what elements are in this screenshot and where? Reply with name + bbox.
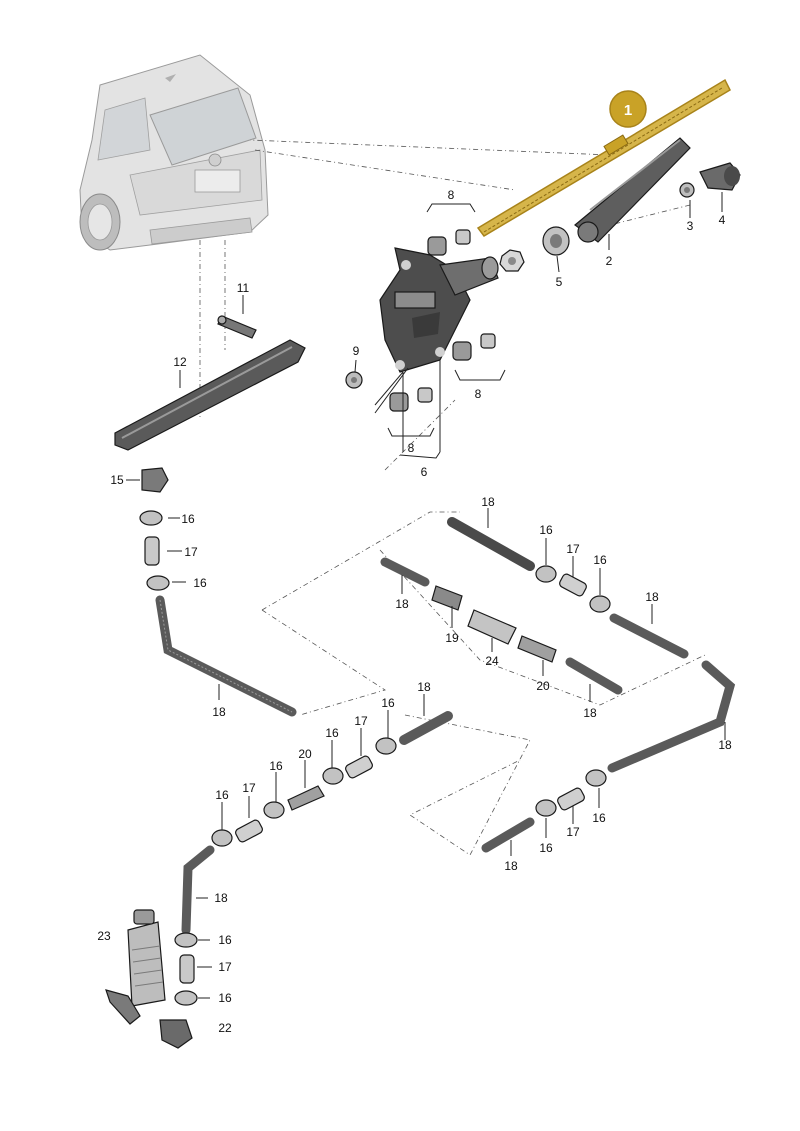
- callout-18-i: 18: [214, 891, 228, 905]
- hose-part-18-i[interactable]: [181, 845, 215, 935]
- callout-16-b: 16: [193, 576, 207, 590]
- callout-18-h: 18: [504, 859, 518, 873]
- hose-part-18-c[interactable]: [609, 613, 689, 659]
- seal-part-5[interactable]: [542, 226, 570, 256]
- callout-16-a: 16: [181, 512, 195, 526]
- callout-8-upper: 8: [448, 188, 455, 202]
- clamp-part-16-h[interactable]: [322, 767, 344, 785]
- callout-5: 5: [556, 275, 563, 289]
- assembly-reference-lines: [199, 139, 706, 856]
- washer-pump-part-23[interactable]: [105, 909, 166, 1025]
- highlight-badge-number: 1: [624, 102, 632, 119]
- callout-3: 3: [687, 219, 694, 233]
- connector-part-11[interactable]: [217, 315, 257, 339]
- callout-16-j: 16: [325, 726, 339, 740]
- callout-18-b: 18: [481, 495, 495, 509]
- connector-part-17-d[interactable]: [344, 755, 374, 780]
- nut-part-9[interactable]: [345, 371, 363, 389]
- connector-part-17-f[interactable]: [179, 954, 195, 984]
- connector-part-17-c[interactable]: [556, 787, 586, 812]
- clamp-part-16-j[interactable]: [211, 829, 233, 847]
- callout-17-c: 17: [566, 825, 580, 839]
- callout-16-i: 16: [381, 696, 395, 710]
- clamp-part-16-l[interactable]: [174, 990, 198, 1006]
- connector-part-24[interactable]: [467, 609, 517, 645]
- vehicle-rear-view: [79, 54, 269, 251]
- callout-8-right: 8: [475, 387, 482, 401]
- callout-18-f: 18: [718, 738, 732, 752]
- bushing-set-part-8-lower[interactable]: [389, 387, 433, 412]
- bushing-set-part-8-right[interactable]: [452, 333, 496, 361]
- callout-22: 22: [218, 1021, 232, 1035]
- nut-part-3[interactable]: [679, 182, 695, 198]
- callout-16-k: 16: [218, 933, 232, 947]
- callout-8-lower: 8: [408, 441, 415, 455]
- callout-17-d: 17: [242, 781, 256, 795]
- hose-connector-part-15[interactable]: [141, 467, 169, 493]
- callout-24: 24: [485, 654, 499, 668]
- highlight-badge-part-1[interactable]: 1: [609, 90, 647, 128]
- callout-18-c: 18: [645, 590, 659, 604]
- wiper-arm-part-2[interactable]: [574, 137, 691, 243]
- connector-part-20-a[interactable]: [517, 635, 557, 663]
- hose-part-18-b[interactable]: [447, 517, 535, 571]
- connector-part-17-a[interactable]: [144, 536, 160, 566]
- callout-2: 2: [606, 254, 613, 268]
- hose-part-18-d[interactable]: [380, 557, 430, 587]
- hose-part-18-e[interactable]: [565, 657, 623, 695]
- callout-11: 11: [237, 281, 250, 295]
- callout-18-e: 18: [583, 706, 597, 720]
- callout-20-b: 20: [298, 747, 312, 761]
- clamp-part-16-g[interactable]: [375, 737, 397, 755]
- callout-16-g: 16: [269, 759, 283, 773]
- callout-23: 23: [97, 929, 111, 943]
- connector-part-20-b[interactable]: [287, 785, 325, 811]
- washer-gear-ring[interactable]: [499, 249, 525, 272]
- callout-15: 15: [110, 473, 124, 487]
- clamp-part-16-d[interactable]: [589, 595, 611, 613]
- wiper-blade-part-1[interactable]: [476, 78, 731, 237]
- callout-16-c: 16: [539, 523, 553, 537]
- callout-17-a: 17: [184, 545, 198, 559]
- brake-light-spoiler-part-12[interactable]: [114, 339, 306, 451]
- cap-part-4[interactable]: [699, 162, 741, 191]
- callout-16-h: 16: [215, 788, 229, 802]
- hose-part-18-g[interactable]: [481, 817, 535, 853]
- connector-part-19[interactable]: [431, 585, 463, 611]
- callout-9: 9: [353, 344, 360, 358]
- clamp-part-16-i[interactable]: [263, 801, 285, 819]
- callout-17-f: 17: [218, 960, 232, 974]
- callout-16-f: 16: [592, 811, 606, 825]
- pump-connector-part-22[interactable]: [159, 1019, 193, 1049]
- callout-16-l: 16: [218, 991, 232, 1005]
- bushing-set-part-8-upper[interactable]: [427, 229, 471, 256]
- clamp-part-16-a[interactable]: [139, 510, 163, 526]
- callout-18-g: 18: [417, 680, 431, 694]
- wiper-motor-part-6[interactable]: [379, 247, 499, 373]
- clamp-part-16-f[interactable]: [535, 799, 557, 817]
- clamp-part-16-c[interactable]: [535, 565, 557, 583]
- hose-part-18-f[interactable]: [607, 660, 736, 773]
- hose-part-18-h[interactable]: [399, 711, 453, 745]
- clamp-part-16-b[interactable]: [146, 575, 170, 591]
- callout-16-d: 16: [593, 553, 607, 567]
- callout-16-e: 16: [539, 841, 553, 855]
- callout-20-a: 20: [536, 679, 550, 693]
- callout-17-e: 17: [354, 714, 368, 728]
- callout-4: 4: [719, 213, 726, 227]
- bracket-lines: [374, 203, 506, 459]
- connector-part-17-e[interactable]: [234, 819, 264, 844]
- clamp-part-16-k[interactable]: [174, 932, 198, 948]
- callout-18-a: 18: [212, 705, 226, 719]
- callout-18-d: 18: [395, 597, 409, 611]
- callout-6: 6: [421, 465, 428, 479]
- leader-lines: [126, 192, 726, 999]
- callout-12: 12: [173, 355, 187, 369]
- callout-17-b: 17: [566, 542, 580, 556]
- callout-19: 19: [445, 631, 459, 645]
- clamp-part-16-e[interactable]: [585, 769, 607, 787]
- callout-labels: 2 3 4 5 6 8 8 8 9 11 12 15 16 17 16 18 1…: [97, 188, 732, 1035]
- connector-part-17-b[interactable]: [558, 573, 588, 598]
